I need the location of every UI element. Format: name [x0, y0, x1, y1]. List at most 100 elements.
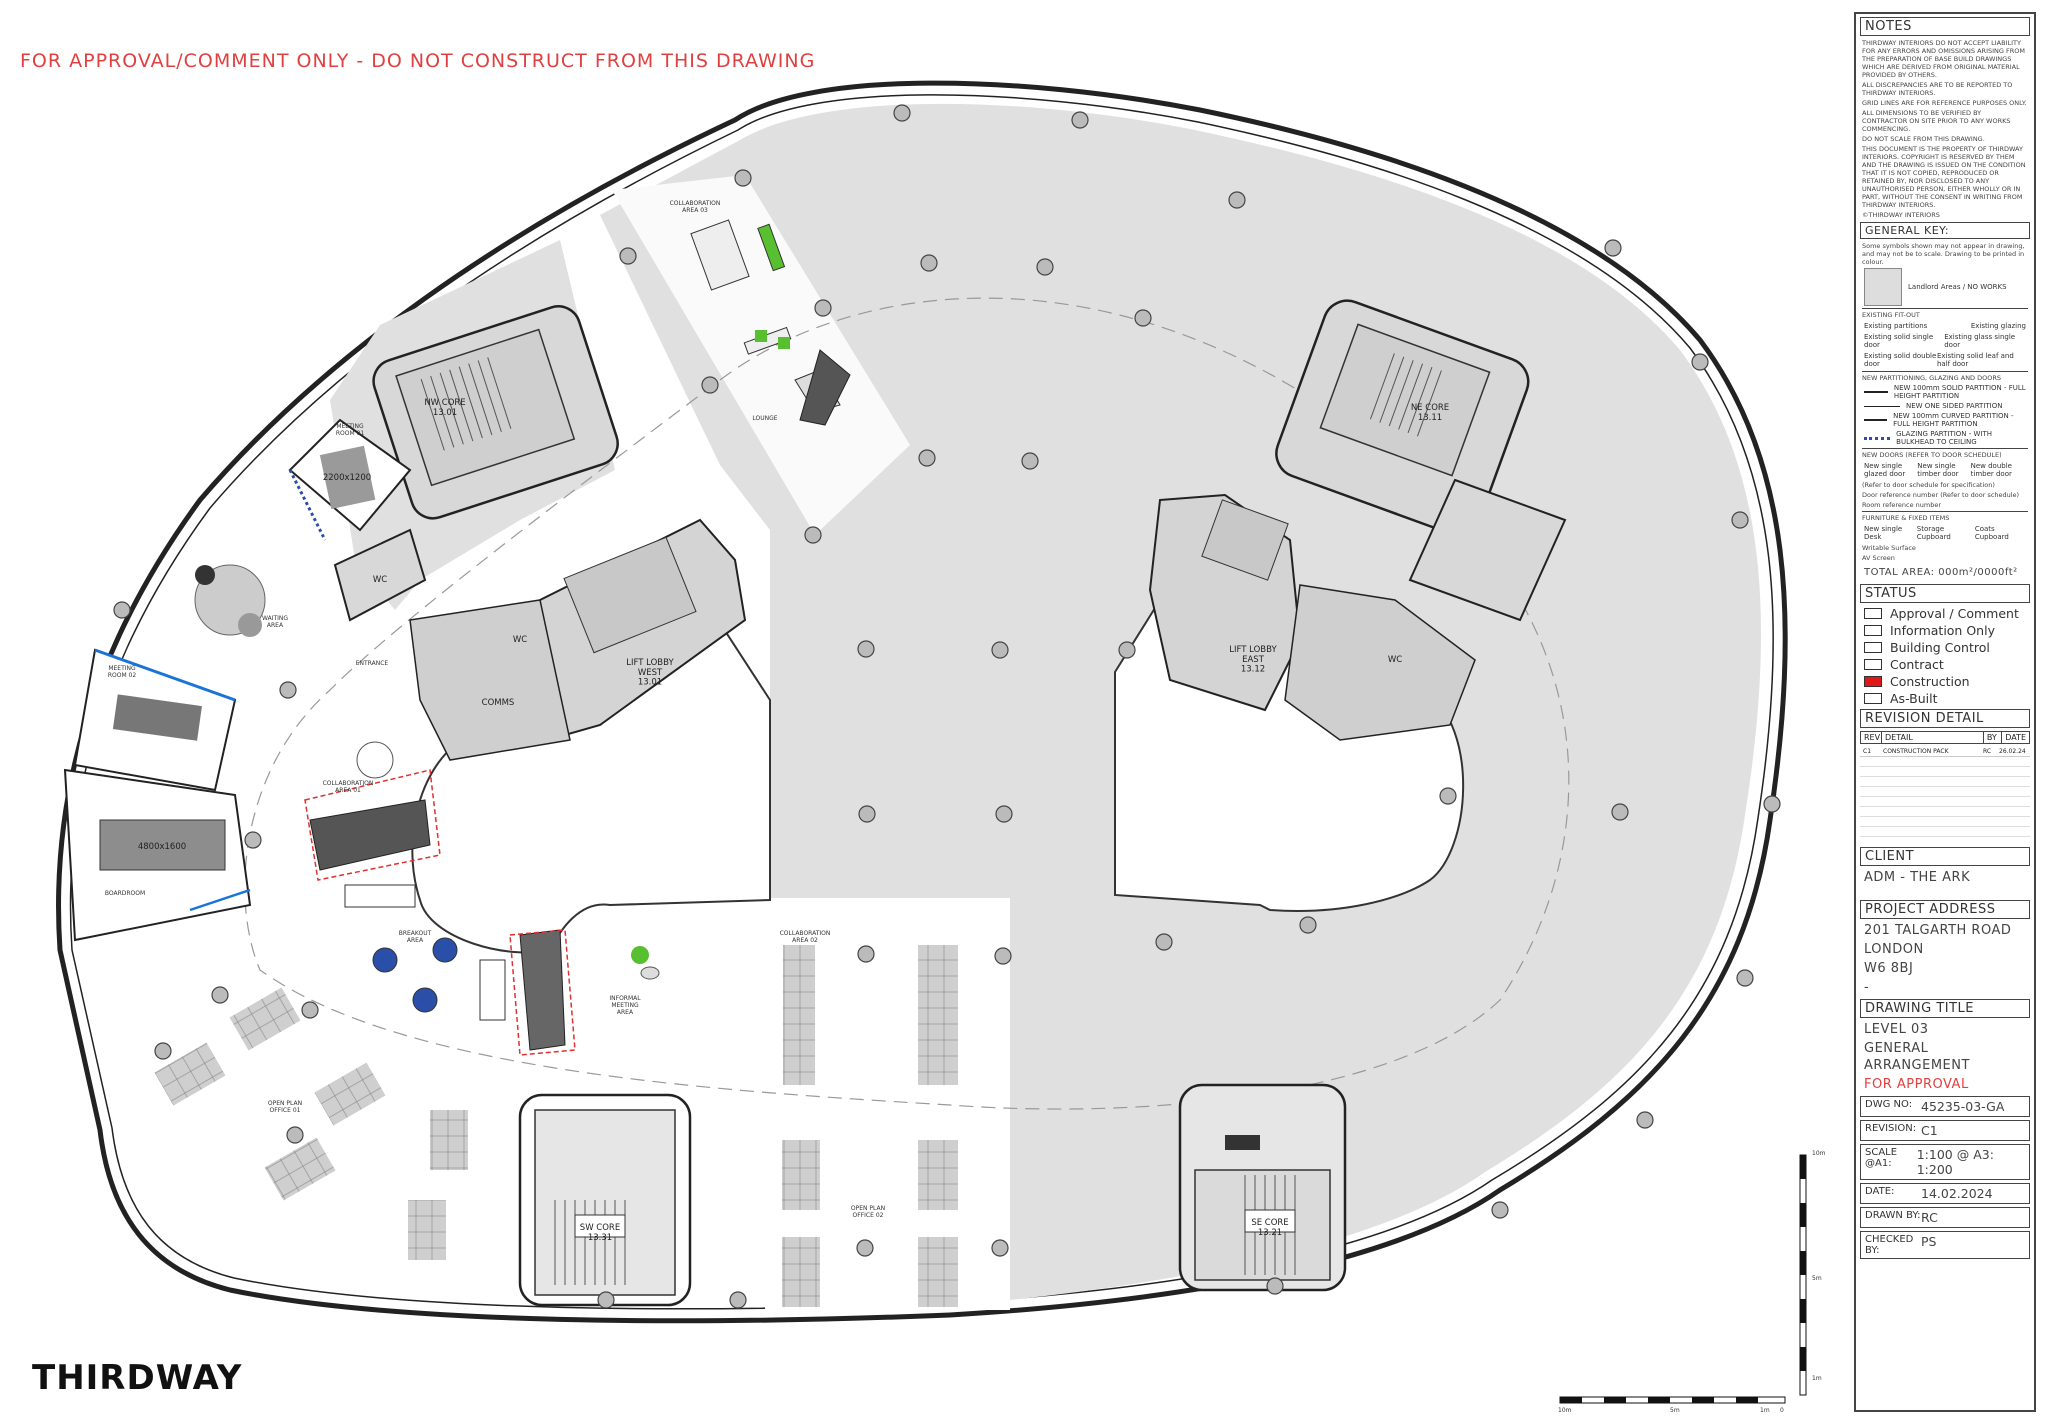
client-value: ADM - THE ARK: [1864, 870, 1971, 885]
lounge-area: [612, 175, 910, 535]
existing-heading: EXISTING FIT-OUT: [1862, 308, 2028, 319]
drawing-title-line-1: LEVEL 03: [1864, 1022, 1929, 1037]
new-partition-key: NEW 100mm SOLID PARTITION - FULL HEIGHT …: [1864, 384, 2026, 400]
revision-table-header: REV DETAIL BY DATE: [1860, 731, 2030, 744]
drawing-title-heading: DRAWING TITLE: [1860, 999, 2030, 1018]
scale-h-2: 1m: [1760, 1407, 1770, 1414]
writable-key: Writable Surface: [1862, 544, 1916, 552]
company-logo: THIRDWAY: [32, 1358, 243, 1398]
scale-h-1: 5m: [1670, 1407, 1680, 1414]
status-information: Information Only: [1864, 623, 2026, 638]
atrium-void: [411, 598, 771, 954]
total-area: TOTAL AREA: 000m²/0000ft²: [1864, 567, 2018, 578]
board-table-label: 4800x1600: [138, 842, 186, 852]
address-line-4: -: [1864, 980, 1870, 995]
address-line-3: W6 8BJ: [1864, 961, 1914, 976]
glazing-key: GLAZING PARTITION - WITH BULKHEAD TO CEI…: [1864, 430, 2026, 446]
boardroom-label: BOARDROOM: [105, 890, 145, 897]
status-approval: Approval / Comment: [1864, 606, 2026, 621]
scale-v-1: 5m: [1812, 1275, 1822, 1282]
av-key: AV Screen: [1862, 554, 1895, 562]
note-2: ALL DISCREPANCIES ARE TO BE REPORTED TO …: [1862, 81, 2013, 97]
structural-columns: [113, 104, 1781, 1309]
lounge-label: LOUNGE: [752, 415, 777, 422]
landlord-key: Landlord Areas / NO WORKS: [1864, 268, 2026, 306]
dwg-number: DWG NO:45235-03-GA: [1860, 1096, 2030, 1117]
drawn-by: DRAWN BY:RC: [1860, 1207, 2030, 1228]
wc-label-3: WC: [1388, 655, 1402, 665]
note-6: THIS DOCUMENT IS THE PROPERTY OF THIRDWA…: [1862, 145, 2026, 209]
note-1: THIRDWAY INTERIORS DO NOT ACCEPT LIABILI…: [1862, 39, 2025, 79]
note-5: DO NOT SCALE FROM THIS DRAWING.: [1862, 135, 1985, 143]
copyright: ©THIRDWAY INTERIORS: [1862, 211, 1940, 219]
title-block: NOTES THIRDWAY INTERIORS DO NOT ACCEPT L…: [1854, 12, 2036, 1412]
scale-v-0: 10m: [1812, 1150, 1826, 1157]
date: DATE:14.02.2024: [1860, 1183, 2030, 1204]
status-as-built: As-Built: [1864, 691, 2026, 706]
new-heading: NEW PARTITIONING, GLAZING AND DOORS: [1862, 371, 2028, 382]
status-heading: STATUS: [1860, 584, 2030, 603]
door-ref: Door reference number (Refer to door sch…: [1862, 491, 2020, 499]
address-line-1: 201 TALGARTH ROAD: [1864, 923, 2012, 938]
checked-by: CHECKED BY:PS: [1860, 1231, 2030, 1259]
comms-label: COMMS: [482, 698, 515, 708]
wc-label-2: WC: [513, 635, 527, 645]
drawing-title-line-2: GENERAL ARRANGEMENT: [1864, 1041, 1970, 1073]
scale-bar: 10m 5m 1m 0 10m 5m 1m: [1558, 1150, 1826, 1414]
general-key-heading: GENERAL KEY:: [1860, 222, 2030, 239]
notes-heading: NOTES: [1860, 17, 2030, 36]
door-note: (Refer to door schedule for specificatio…: [1862, 481, 1995, 489]
status-building-control: Building Control: [1864, 640, 2026, 655]
meeting-table-label: 2200x1200: [323, 473, 371, 483]
boardroom: 4800x1600 BOARDROOM: [63, 768, 252, 942]
furniture-heading: FURNITURE & FIXED ITEMS: [1862, 511, 2028, 522]
note-4: ALL DIMENSIONS TO BE VERIFIED BY CONTRAC…: [1862, 109, 2011, 133]
scale-v-2: 1m: [1812, 1375, 1822, 1382]
scale-h-3: 0: [1780, 1407, 1784, 1414]
note-3: GRID LINES ARE FOR REFERENCE PURPOSES ON…: [1862, 99, 2027, 107]
status-construction: Construction: [1864, 674, 2026, 689]
one-sided-key: NEW ONE SIDED PARTITION: [1864, 402, 2026, 410]
room-ref: Room reference number: [1862, 501, 1942, 509]
curved-partition-key: NEW 100mm CURVED PARTITION - FULL HEIGHT…: [1864, 412, 2026, 428]
doors-heading: NEW DOORS (REFER TO DOOR SCHEDULE): [1862, 448, 2028, 459]
scale-h-0: 10m: [1558, 1407, 1572, 1414]
key-note: Some symbols shown may not appear in dra…: [1862, 242, 2025, 266]
